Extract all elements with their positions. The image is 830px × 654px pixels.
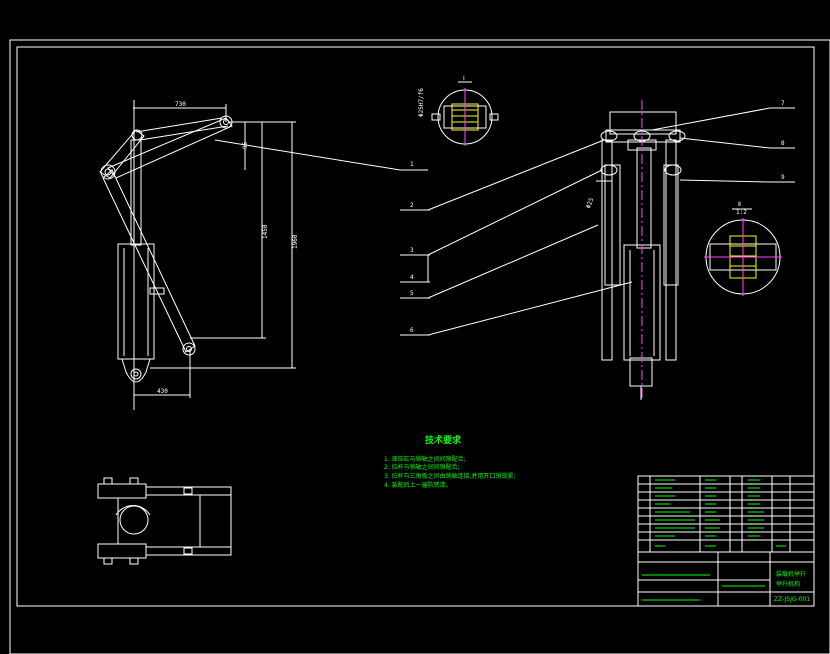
drawing-frame <box>9 39 830 654</box>
part-number-7: 7 <box>781 100 785 107</box>
detail-II-label: Ⅱ <box>738 201 741 208</box>
tech-req-item-3: 3. 拉杆与三角板之间由销轴连接,并用开口销锁紧; <box>384 472 516 480</box>
title-block: 装载机举升 举升机构 ZZ-JSJG-001 <box>637 475 815 607</box>
side-view: Φ25 2 3 4 5 6 7 8 9 <box>400 100 795 400</box>
detail-view-I: Ⅰ Φ25H7/f6 <box>418 75 499 146</box>
tech-req-item-4: 4. 装配后上一遍防锈漆。 <box>384 481 452 489</box>
dim-430: 430 <box>157 388 168 395</box>
drawing-number: ZZ-JSJG-001 <box>774 596 810 603</box>
detail-I-label: Ⅰ <box>463 75 465 82</box>
part-number-9: 9 <box>781 174 785 181</box>
part-number-5: 5 <box>410 290 414 297</box>
detail-I-fit: Φ25H7/f6 <box>418 88 425 117</box>
dim-1960: 1960 <box>292 234 299 249</box>
drawing-title-line1: 装载机举升 <box>776 570 806 578</box>
part-number-1: 1 <box>410 161 414 168</box>
part-number-4: 4 <box>410 274 414 281</box>
part-number-6: 6 <box>410 327 414 334</box>
drawing-title-line2: 举升机构 <box>776 580 800 588</box>
tech-req-item-1: 1. 液压缸与销轴之间间隙配合; <box>384 455 466 463</box>
dim-730: 730 <box>175 101 186 108</box>
detail-II-scale: 1:2 <box>736 209 747 216</box>
tech-req-title: 技术要求 <box>425 434 462 446</box>
svg-text:Φ25: Φ25 <box>585 197 595 210</box>
tech-req-item-2: 2. 拉杆与销轴之间间隙配合; <box>384 463 460 471</box>
dim-1450: 1450 <box>262 224 269 239</box>
part-number-8: 8 <box>781 140 785 147</box>
technical-requirements: 技术要求 1. 液压缸与销轴之间间隙配合; 2. 拉杆与销轴之间间隙配合; 3.… <box>384 434 516 489</box>
part-number-3: 3 <box>410 247 414 254</box>
front-view: 730 1450 1960 430 95 <box>99 100 428 410</box>
top-view <box>97 477 232 565</box>
detail-view-II: Ⅱ 1:2 <box>704 201 782 296</box>
part-number-2: 2 <box>410 202 414 209</box>
